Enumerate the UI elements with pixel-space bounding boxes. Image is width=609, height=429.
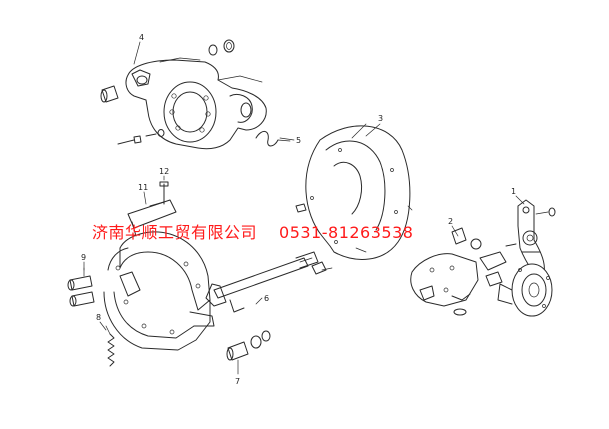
callout-3: 3: [378, 114, 383, 123]
bushing-icon: [100, 85, 119, 103]
company-phone: 0531-81263538: [279, 223, 414, 242]
spring-icon: [105, 325, 115, 367]
camshaft-icon: [205, 251, 333, 313]
callout-leaders: [83, 41, 525, 375]
roller-icon: [226, 330, 271, 361]
callout-12: 12: [159, 167, 169, 176]
callout-4: 4: [139, 33, 144, 42]
callout-2: 2: [448, 217, 453, 226]
brake-shoe-assembly-icon: [103, 199, 215, 351]
company-name: 济南华顺工贸有限公司: [92, 223, 258, 242]
callout-9: 9: [81, 253, 86, 262]
lining-pin-icon: [67, 267, 95, 307]
clip-5-icon: [255, 131, 291, 147]
spider-housing-icon: [125, 57, 267, 150]
callout-11: 11: [138, 183, 148, 192]
callout-1: 1: [511, 187, 516, 196]
slack-adjuster-icon: [517, 199, 556, 277]
chamber-bracket-icon: [410, 227, 517, 316]
callout-6: 6: [264, 294, 269, 303]
company-watermark: 济南华顺工贸有限公司 0531-81263538: [92, 219, 413, 243]
callout-8: 8: [96, 313, 101, 322]
bolt-icon: [117, 129, 165, 145]
anchor-bolt-icon: [159, 181, 169, 205]
callout-7: 7: [235, 377, 240, 386]
seal-ring-icon: [208, 39, 235, 56]
dust-shield-icon: [295, 123, 413, 260]
cam-hub-icon: [497, 263, 553, 317]
callout-5: 5: [296, 136, 301, 145]
